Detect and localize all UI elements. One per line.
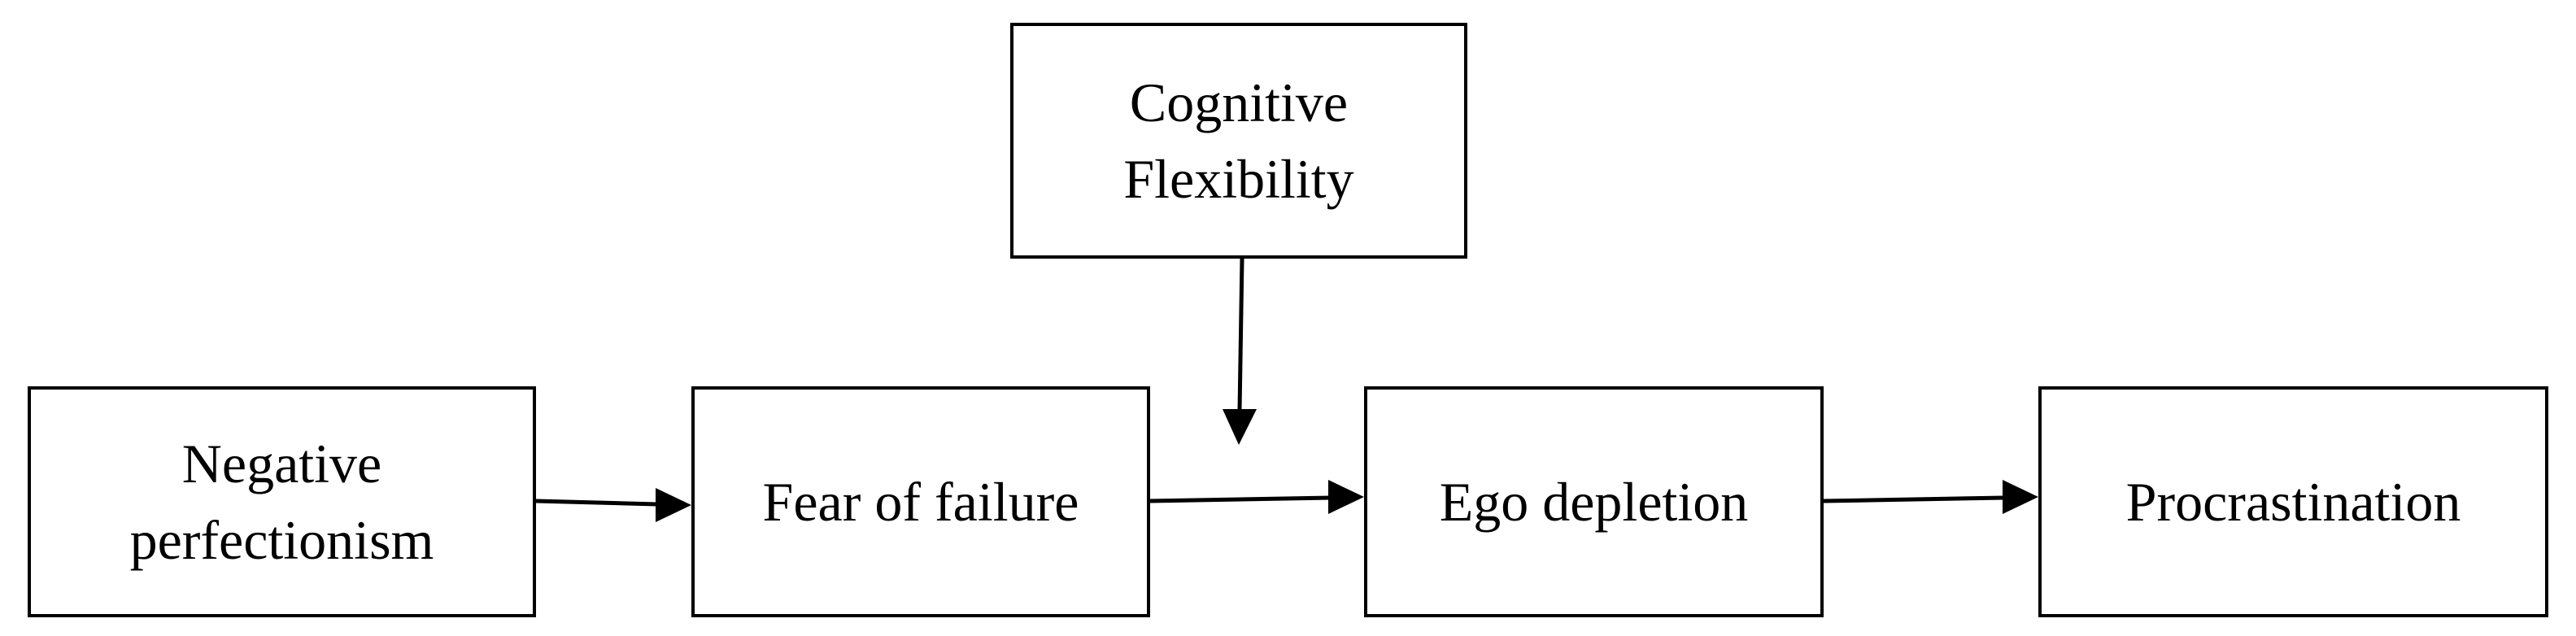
node-label-ego-depletion: Ego depletion — [1439, 471, 1749, 533]
node-label-fear-of-failure: Fear of failure — [762, 471, 1079, 533]
node-label-negative-perfectionism: Negative perfectionism — [129, 433, 434, 571]
node-ego-depletion: Ego depletion — [1364, 386, 1824, 617]
node-procrastination: Procrastination — [2038, 386, 2548, 617]
arrow-negative-to-fear — [535, 488, 691, 522]
node-label-procrastination: Procrastination — [2125, 471, 2461, 533]
arrow-fear-to-ego — [1149, 480, 1364, 514]
node-negative-perfectionism: Negative perfectionism — [28, 386, 536, 617]
arrow-moderation-cognitive — [1223, 258, 1257, 445]
node-label-cognitive-flexibility: Cognitive Flexibility — [1123, 72, 1354, 210]
node-cognitive-flexibility: Cognitive Flexibility — [1010, 23, 1467, 259]
arrow-ego-to-procrastination — [1823, 480, 2038, 514]
node-fear-of-failure: Fear of failure — [691, 386, 1150, 617]
